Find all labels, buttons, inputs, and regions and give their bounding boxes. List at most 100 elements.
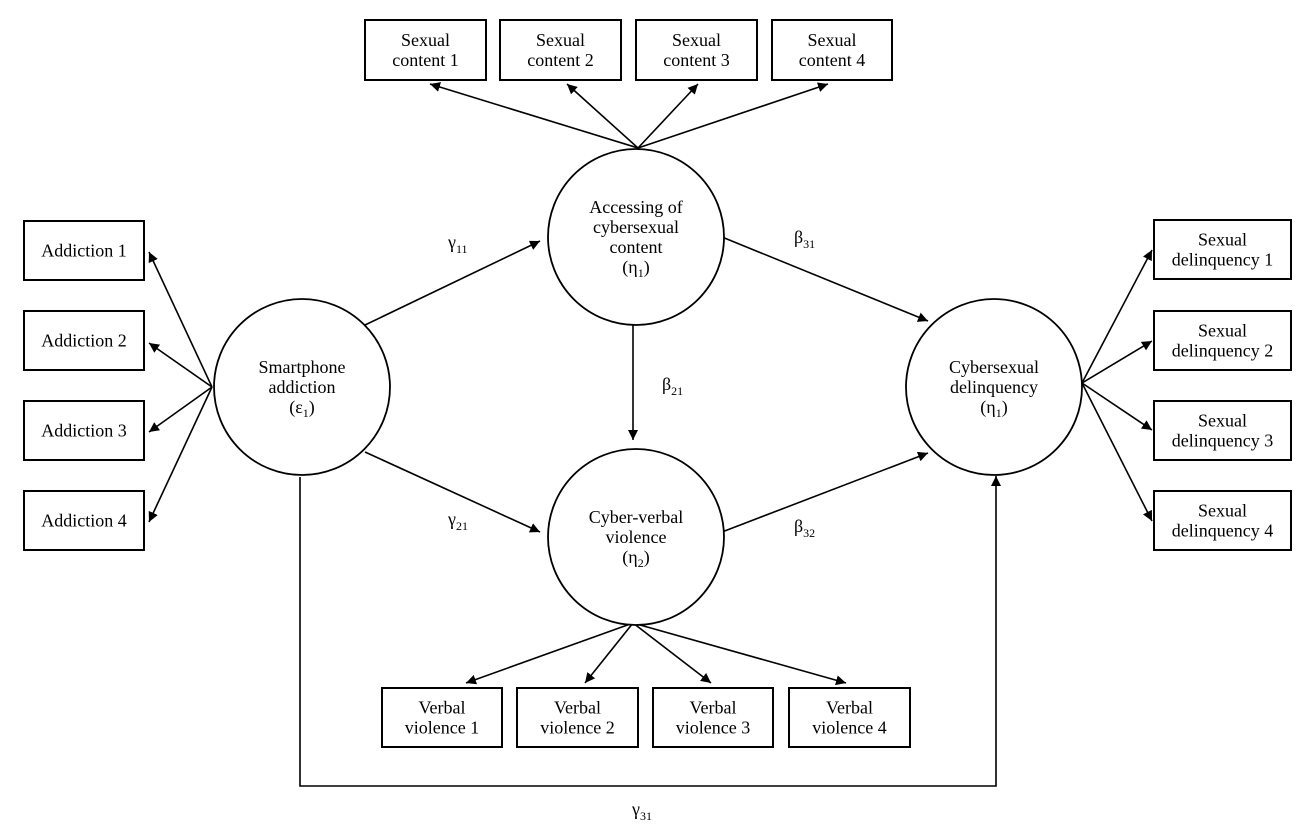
latent-label: Cyber-verbal (589, 507, 684, 527)
indicator-box (652, 687, 774, 748)
indicator-box (499, 19, 622, 81)
coefficient-letter: β (662, 374, 671, 394)
latent-label: delinquency (950, 377, 1038, 397)
latent-label: content (610, 237, 663, 257)
indicator-label: Sexual (401, 30, 450, 50)
latent-symbol-letter: η (986, 397, 995, 417)
arrow-verbal-to-verbal-violence-4 (632, 622, 847, 686)
indicator-box (364, 19, 487, 81)
arrow-smartphone-to-addiction-4 (148, 386, 213, 523)
indicator-label: Sexual (672, 30, 721, 50)
coefficient-subscript: 32 (803, 526, 815, 540)
indicator-addiction-2: Addiction 2 (23, 310, 145, 371)
indicator-label: violence 4 (812, 718, 886, 738)
indicator-box (771, 19, 893, 81)
indicator-label: Addiction 2 (41, 331, 127, 351)
indicator-box (23, 220, 145, 281)
indicator-label: delinquency 2 (1172, 341, 1273, 361)
coefficient-g31: γ31 (631, 799, 652, 823)
indicator-label: Addiction 4 (41, 511, 127, 531)
coefficient-letter: β (794, 227, 803, 247)
arrow-smartphone-to-addiction-2 (148, 342, 213, 388)
arrow-gamma-21 (364, 451, 541, 533)
indicator-box (23, 490, 145, 551)
indicator-label: Sexual (1198, 230, 1247, 250)
indicator-boxes: Addiction 1 Addiction 2 Addiction 3 Addicti… (23, 19, 1292, 748)
arrow-beta-32 (721, 451, 929, 533)
latent-label: cybersexual (593, 217, 679, 237)
arrow-verbal-to-verbal-violence-3 (632, 622, 712, 684)
latent-label: Smartphone (259, 357, 346, 377)
indicator-label: Sexual (808, 30, 857, 50)
latent-symbol-letter: η (628, 257, 637, 277)
coefficient-letter: γ (631, 799, 640, 819)
latent-label: violence (606, 527, 667, 547)
coefficient-subscript: 11 (456, 242, 468, 256)
indicator-box (516, 687, 639, 748)
latent-symbol-letter: η (628, 547, 637, 567)
indicator-addiction-1: Addiction 1 (23, 220, 145, 281)
latent-symbol-letter: ε (295, 397, 303, 417)
coefficient-subscript: 31 (803, 237, 815, 251)
indicator-label: content 1 (392, 50, 458, 70)
indicator-label: delinquency 3 (1172, 431, 1273, 451)
indicator-box (23, 310, 145, 371)
latent-symbol: (η2) (622, 547, 649, 570)
arrow-access-to-sexual-content-4 (637, 82, 829, 149)
coefficient-letter: β (794, 516, 803, 536)
indicator-box (635, 19, 758, 81)
arrow-verbal-to-verbal-violence-1 (465, 622, 634, 685)
latent-label: addiction (269, 377, 336, 397)
indicator-label: Verbal (826, 698, 873, 718)
arrow-delinquency-to-sexual-delinquency-1 (1081, 249, 1153, 384)
latent-label: Cybersexual (949, 357, 1039, 377)
indicator-label: content 3 (663, 50, 729, 70)
coefficient-subscript: 21 (671, 384, 683, 398)
indicator-label: Sexual (1198, 411, 1247, 431)
latent-label: Accessing of (589, 197, 682, 217)
indicator-box (23, 400, 145, 461)
indicator-addiction-3: Addiction 3 (23, 400, 145, 461)
indicator-label: Sexual (536, 30, 585, 50)
indicator-label: Sexual (1198, 501, 1247, 521)
indicator-label: Sexual (1198, 321, 1247, 341)
coefficient-g11: γ11 (447, 232, 468, 256)
indicator-box (1153, 490, 1292, 551)
coefficient-g21: γ21 (447, 509, 468, 533)
coefficient-b21: β21 (662, 374, 683, 398)
arrow-beta-31 (721, 236, 929, 322)
latent-symbol: (η1) (980, 397, 1007, 420)
latent-circle (547, 148, 725, 326)
arrow-smartphone-to-addiction-1 (148, 251, 213, 388)
arrow-access-to-sexual-content-2 (566, 83, 639, 149)
indicator-box (1153, 310, 1292, 371)
indicator-label: violence 2 (540, 718, 614, 738)
coefficient-letter: γ (447, 232, 456, 252)
indicator-label: Addiction 1 (41, 241, 127, 261)
latent-circle (905, 298, 1083, 476)
arrow-verbal-to-verbal-violence-2 (584, 622, 634, 684)
coefficient-b32: β32 (794, 516, 815, 540)
arrow-smartphone-to-addiction-3 (148, 386, 213, 433)
indicator-label: violence 1 (405, 718, 479, 738)
coefficient-subscript: 21 (456, 519, 468, 533)
indicator-label: content 2 (527, 50, 593, 70)
indicator-label: Verbal (690, 698, 737, 718)
coefficient-subscript: 31 (640, 809, 652, 823)
indicator-addiction-4: Addiction 4 (23, 490, 145, 551)
coefficient-letter: γ (447, 509, 456, 529)
